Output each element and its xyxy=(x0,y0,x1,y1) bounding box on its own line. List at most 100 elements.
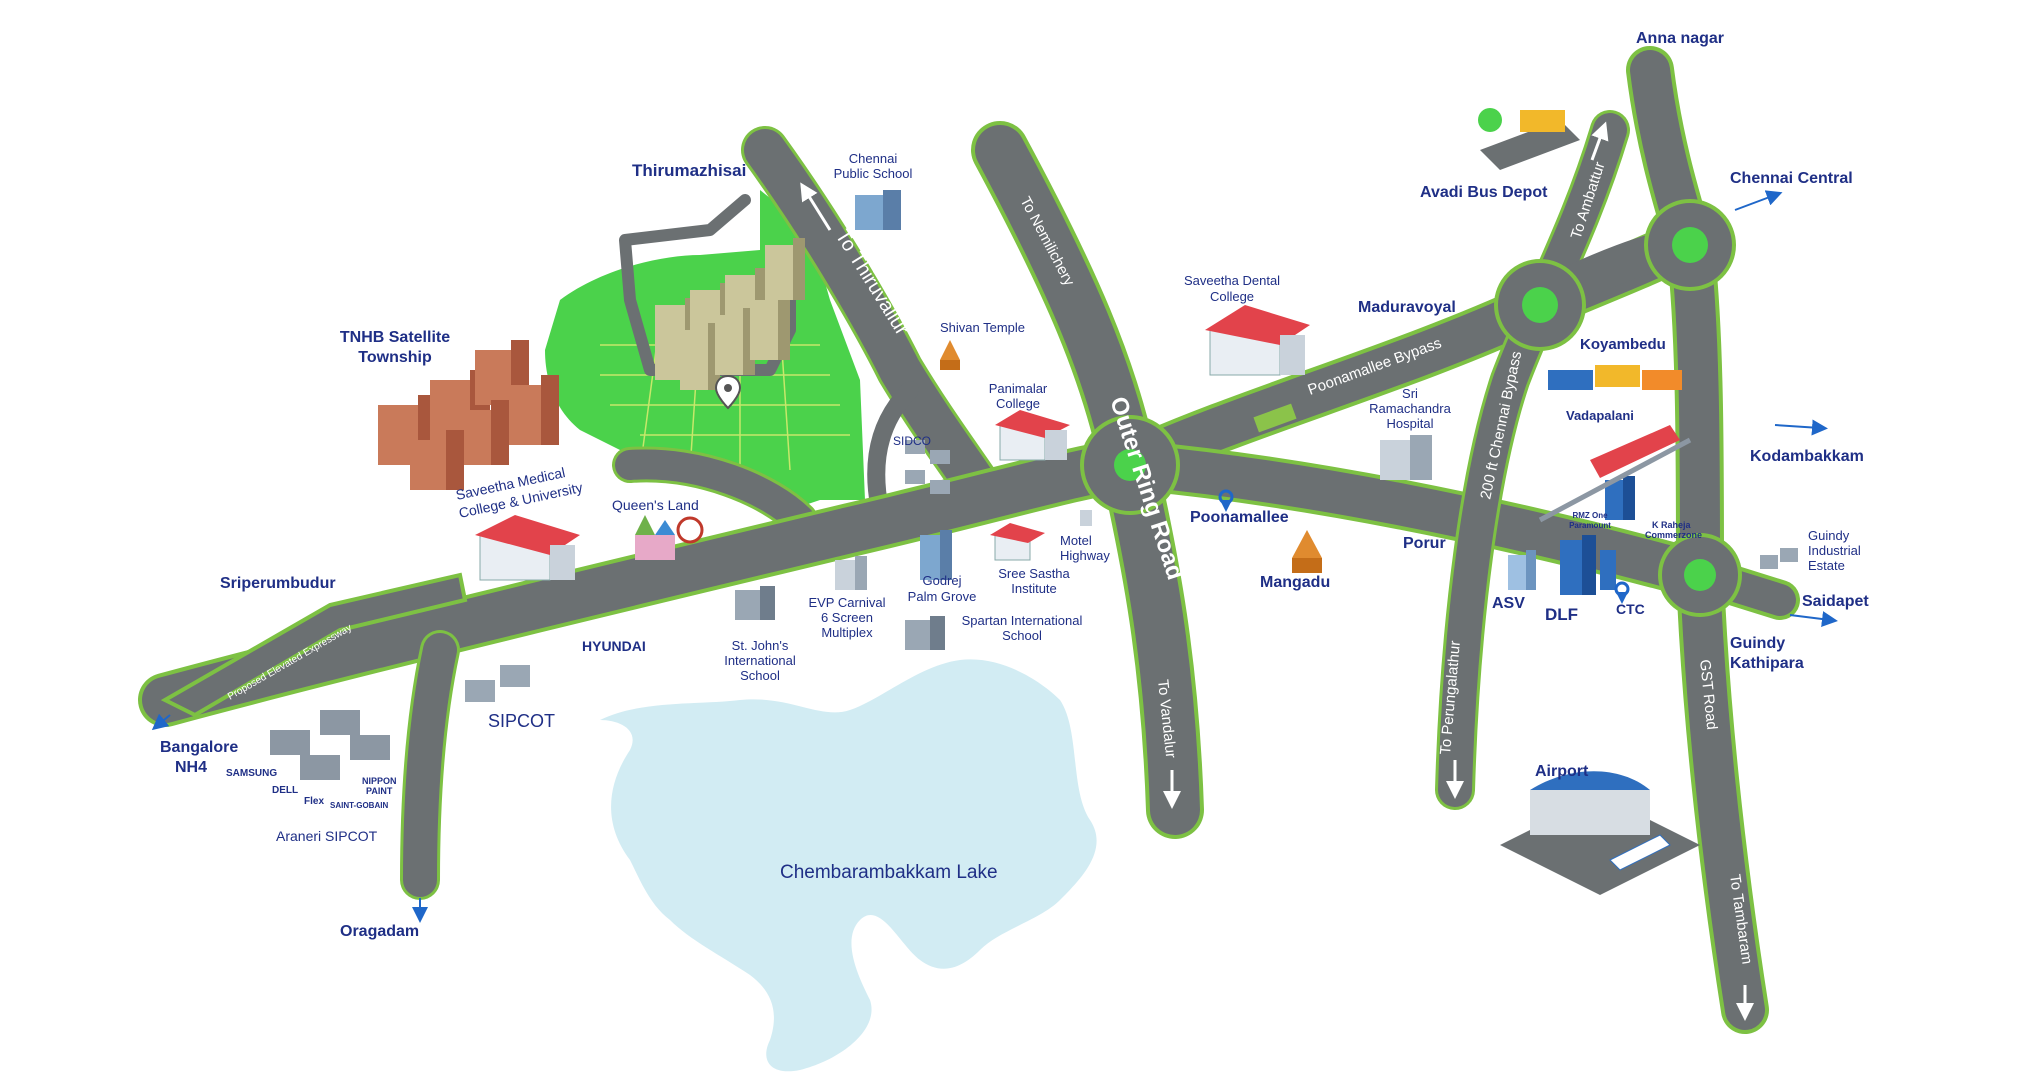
nippon-label-1: NIPPON xyxy=(362,776,397,786)
anna-nagar-label: Anna nagar xyxy=(1636,30,1724,47)
shivan-temple-label: Shivan Temple xyxy=(940,320,1025,335)
tnhb-township-buildings xyxy=(378,340,559,490)
dlf-building xyxy=(1560,535,1616,595)
saveetha-dental-label-2: College xyxy=(1210,289,1254,304)
evp-label-1: EVP Carnival xyxy=(808,595,885,610)
chembarambakkam-lake xyxy=(600,659,1097,1072)
sri-ramachandra-label-2: Ramachandra xyxy=(1369,401,1451,416)
araneri-factories xyxy=(270,710,390,780)
kodambakkam-label: Kodambakkam xyxy=(1750,448,1864,465)
poonamallee-label: Poonamallee xyxy=(1190,509,1289,526)
guindy-estate-label-1: Guindy xyxy=(1808,528,1850,543)
saveetha-medical-building xyxy=(475,515,580,581)
sri-ramachandra-building xyxy=(1380,435,1432,480)
direction-arrows xyxy=(151,190,1838,923)
airport-icon xyxy=(1500,771,1700,895)
samsung-label: SAMSUNG xyxy=(226,768,277,779)
saveetha-dental-building xyxy=(1205,305,1310,376)
ctc-pin-icon xyxy=(1614,581,1630,604)
sree-sastha-building xyxy=(990,523,1045,561)
tnhb-label-1: TNHB Satellite xyxy=(340,329,450,346)
motel-highway-label-2: Highway xyxy=(1060,548,1110,563)
guindy-estate-label-2: Industrial xyxy=(1808,543,1861,558)
elevated-expressway xyxy=(160,572,468,718)
queens-land-label: Queen's Land xyxy=(612,497,699,513)
sidco-buildings xyxy=(905,440,950,494)
project-towers xyxy=(655,238,805,390)
sri-ramachandra-label-1: Sri xyxy=(1402,386,1418,401)
porur-label: Porur xyxy=(1403,535,1446,552)
sipcot-label: SIPCOT xyxy=(488,711,555,731)
sree-sastha-label-1: Sree Sastha xyxy=(998,566,1070,581)
panimalar-building xyxy=(995,410,1070,461)
thirumazhisai-label: Thirumazhisai xyxy=(632,161,746,180)
dlf-label: DLF xyxy=(1545,605,1578,624)
dell-label: DELL xyxy=(272,785,298,796)
kodambakkam-arrow xyxy=(1774,419,1828,436)
st-johns-label-2: International xyxy=(724,653,796,668)
evp-building xyxy=(835,556,867,590)
guindy-roundabout-center xyxy=(1684,559,1716,591)
saveetha-dental-label-1: Saveetha Dental xyxy=(1184,273,1280,288)
st-johns-building xyxy=(735,586,775,620)
rmz-label-1: RMZ One xyxy=(1572,511,1608,520)
chennai-central-roundabout-center xyxy=(1672,227,1708,263)
godrej-label-1: Godrej xyxy=(922,573,961,588)
asv-building xyxy=(1508,550,1536,590)
metro-train-icon xyxy=(1538,425,1692,523)
godrej-building xyxy=(920,530,952,580)
saint-gobain-label: SAINT-GOBAIN xyxy=(330,801,388,810)
rmz-building xyxy=(1605,476,1635,520)
guindy-kathipara-label-2: Kathipara xyxy=(1730,655,1804,672)
avadi-bus-depot-icon xyxy=(1478,108,1580,170)
guindy-estate-label-3: Estate xyxy=(1808,558,1845,573)
saidapet-arrow xyxy=(1789,611,1838,627)
k-raheja-label-2: Commerzone xyxy=(1645,530,1702,540)
poonamallee-pin-icon xyxy=(1218,489,1234,512)
lake-label: Chembarambakkam Lake xyxy=(780,862,998,883)
chennai-central-label: Chennai Central xyxy=(1730,170,1853,187)
evp-label-3: Multiplex xyxy=(821,625,873,640)
koyambedu-label: Koyambedu xyxy=(1580,336,1666,353)
panimalar-label-1: Panimalar xyxy=(989,381,1048,396)
motel-highway-icon xyxy=(1080,510,1092,526)
sri-ramachandra-label-3: Hospital xyxy=(1387,416,1434,431)
tnhb-label-2: Township xyxy=(358,349,432,366)
chennai-central-arrow xyxy=(1734,190,1783,211)
spartan-label-2: School xyxy=(1002,628,1042,643)
panimalar-label-2: College xyxy=(996,396,1040,411)
rmz-label-2: Paramount xyxy=(1569,521,1611,530)
chennai-public-school-building xyxy=(855,190,901,230)
poonamallee-roundabout-center xyxy=(1114,449,1146,481)
bangalore-label-2: NH4 xyxy=(175,759,207,776)
maduravoyal-label: Maduravoyal xyxy=(1358,299,1456,316)
mangadu-temple-icon xyxy=(1292,530,1322,573)
evp-label-2: 6 Screen xyxy=(821,610,873,625)
queens-land-icon xyxy=(635,515,704,560)
guindy-estate-buildings xyxy=(1760,548,1798,569)
koyambedu-buses-icon xyxy=(1548,365,1682,390)
guindy-kathipara-label-1: Guindy xyxy=(1730,635,1785,652)
saidapet-label: Saidapet xyxy=(1802,593,1869,610)
maduravoyal-roundabout-center xyxy=(1522,287,1558,323)
spartan-building xyxy=(905,616,945,650)
bangalore-label-1: Bangalore xyxy=(160,739,238,756)
sree-sastha-label-2: Institute xyxy=(1011,581,1057,596)
bangalore-arrow xyxy=(151,713,171,731)
spartan-label-1: Spartan International xyxy=(962,613,1083,628)
poonamallee-bus-icon xyxy=(1253,403,1297,433)
shivan-temple-icon xyxy=(940,340,960,370)
oragadam-label: Oragadam xyxy=(340,923,419,940)
chennai-public-school-label-1: Chennai xyxy=(849,151,898,166)
chennai-public-school-label-2: Public School xyxy=(834,166,913,181)
avadi-bus-depot-label: Avadi Bus Depot xyxy=(1420,184,1548,201)
airport-label: Airport xyxy=(1535,763,1589,780)
motel-highway-label-1: Motel xyxy=(1060,533,1092,548)
nippon-label-2: PAINT xyxy=(366,786,393,796)
asv-label: ASV xyxy=(1492,595,1525,612)
road-network xyxy=(138,46,1800,1034)
godrej-label-2: Palm Grove xyxy=(908,589,977,604)
st-johns-label-1: St. John's xyxy=(732,638,789,653)
